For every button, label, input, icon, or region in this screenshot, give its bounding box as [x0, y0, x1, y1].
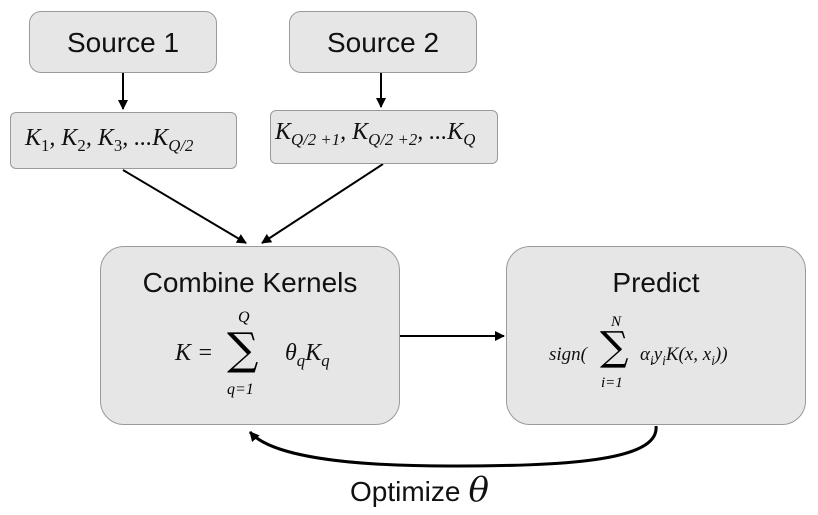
arrow-kernels1-to-combine — [122, 169, 247, 244]
kernel-q-symbol: , ...K — [417, 119, 464, 145]
combine-kernels-box: Combine Kernels K = Q ∑ q=1 θqKq — [100, 246, 400, 425]
kernel-3-index: 3 — [113, 135, 123, 155]
kernel-1-symbol: K — [25, 125, 42, 151]
theta-index: q — [296, 350, 306, 370]
kernel-index: q — [321, 350, 330, 370]
kernels-2-box: KQ/2 +1, KQ/2 +2, ...KQ — [270, 110, 498, 164]
predict-term: αiyiK(x, xi)) — [640, 344, 728, 368]
predict-box: Predict sign( N ∑ i=1 αiyiK(x, xi)) — [506, 246, 806, 425]
alpha-symbol: α — [640, 344, 650, 365]
combine-sum-symbol: ∑ — [227, 324, 259, 375]
source-2-label: Source 2 — [326, 27, 440, 58]
kernels-2-formula: KQ/2 +1, KQ/2 +2, ...KQ — [275, 119, 476, 149]
kernel-symbol: K — [305, 340, 322, 366]
optimize-theta-symbol: θ — [468, 470, 489, 510]
combine-sum-lower-limit: q=1 — [227, 381, 254, 398]
source-1-label: Source 1 — [66, 27, 180, 58]
kernels-1-formula: K1, K2, K3, ...KQ/2 — [25, 125, 194, 155]
predict-fn: sign( — [549, 344, 587, 365]
kernel-2-symbol: , K — [49, 125, 78, 151]
kernels-1-box: K1, K2, K3, ...KQ/2 — [10, 112, 237, 169]
alpha-index: i — [649, 352, 654, 368]
kernel-q-half-plus-2-index: Q/2 +2 — [368, 129, 418, 149]
kernel-3-symbol: , K — [85, 125, 114, 151]
kernel-function-index: i — [711, 352, 715, 368]
theta-symbol: θ — [285, 340, 297, 366]
closing-parens: )) — [714, 344, 728, 365]
source-2-box: Source 2 — [289, 11, 477, 73]
predict-sum-symbol: ∑ — [600, 324, 629, 370]
combine-formula-lhs: K = — [175, 340, 214, 366]
combine-kernels-title: Combine Kernels — [142, 267, 358, 298]
arrow-kernels2-to-combine — [261, 163, 384, 244]
source-1-box: Source 1 — [29, 11, 217, 73]
kernel-function: K(x, x — [665, 344, 712, 365]
combine-formula-term: θqKq — [285, 340, 330, 370]
predict-sum-upper-limit: N — [611, 314, 622, 330]
optimize-text: Optimize — [350, 476, 461, 507]
y-index: i — [662, 352, 666, 368]
y-symbol: y — [653, 344, 663, 365]
kernel-q-half-plus-1-index: Q/2 +1 — [291, 129, 341, 149]
kernel-q-half-plus-2-symbol: , K — [340, 119, 369, 145]
kernel-2-index: 2 — [77, 135, 86, 155]
arrow-predict-to-combine-loop — [248, 425, 658, 468]
kernel-1-index: 1 — [41, 135, 50, 155]
combine-sum-upper-limit: Q — [238, 309, 250, 326]
predict-sum-lower-limit: i=1 — [601, 375, 623, 391]
predict-title: Predict — [612, 267, 700, 298]
optimize-label: Optimize θ — [350, 470, 489, 510]
kernel-q-half-symbol: , ...K — [122, 125, 169, 151]
kernel-q-half-plus-1-symbol: K — [275, 119, 292, 145]
kernel-q-half-index: Q/2 — [168, 135, 194, 155]
kernel-q-index: Q — [463, 129, 476, 149]
